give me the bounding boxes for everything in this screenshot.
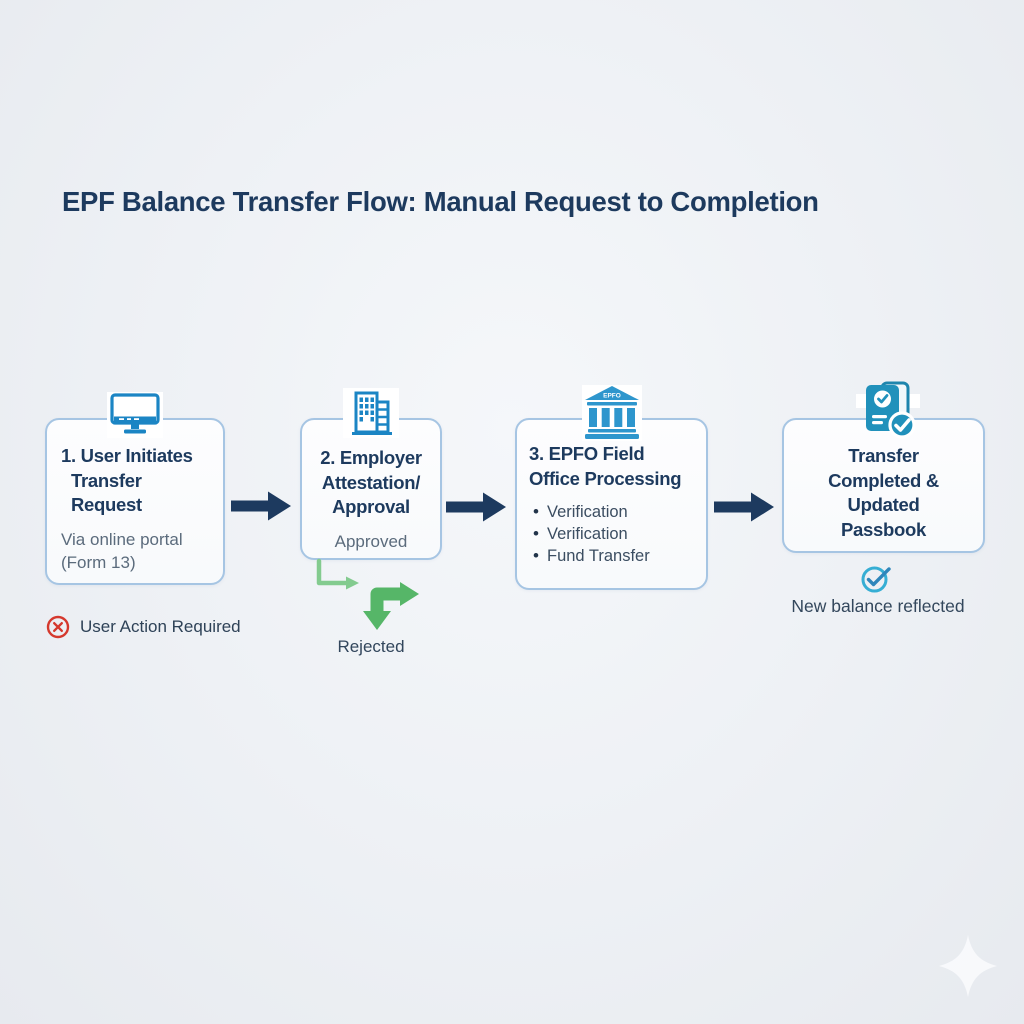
bullet-item: Verification: [529, 501, 696, 523]
approval-branch-arrows: [300, 555, 440, 670]
step-1-heading: 1. User Initiates Transfer Request: [61, 445, 193, 515]
step-4-heading: Transfer Completed & Updated Passbook: [828, 445, 939, 540]
bullet-item: Verification: [529, 523, 696, 545]
flow-arrow-2: [446, 491, 508, 528]
cancel-circle-icon: [46, 615, 70, 639]
step-box-employer-attestation: 2. Employer Attestation/ Approval Approv…: [300, 418, 442, 560]
new-balance-caption: New balance reflected: [791, 596, 965, 616]
rejected-label: Rejected: [337, 637, 405, 656]
user-action-label: User Action Required: [80, 617, 241, 636]
bank-icon-label: EPFO: [603, 393, 621, 400]
bullet-item: Fund Transfer: [529, 545, 696, 567]
bank-icon: EPFO: [582, 385, 642, 441]
step-3-bullet-list: Verification Verification Fund Transfer: [529, 501, 696, 567]
step-3-heading: 3. EPFO Field Office Processing: [529, 443, 682, 489]
page-title: EPF Balance Transfer Flow: Manual Reques…: [62, 186, 819, 217]
step-2-status: Approved: [334, 531, 408, 551]
check-circle-icon: [860, 562, 896, 599]
passbook-check-icon: [856, 380, 920, 440]
office-building-icon: [343, 388, 399, 438]
flow-arrow-3: [714, 491, 776, 528]
monitor-icon: [107, 392, 163, 438]
sparkle-icon: [933, 931, 1003, 1006]
flow-arrow-1: [231, 490, 293, 527]
step-box-epfo-processing: 3. EPFO Field Office Processing Verifica…: [515, 418, 708, 590]
step-box-user-initiates: 1. User Initiates Transfer Request Via o…: [45, 418, 225, 585]
user-action-legend: User Action Required: [46, 615, 241, 639]
step-2-heading: 2. Employer Attestation/ Approval: [320, 447, 422, 517]
step-1-subtitle: Via online portal (Form 13): [61, 529, 183, 572]
